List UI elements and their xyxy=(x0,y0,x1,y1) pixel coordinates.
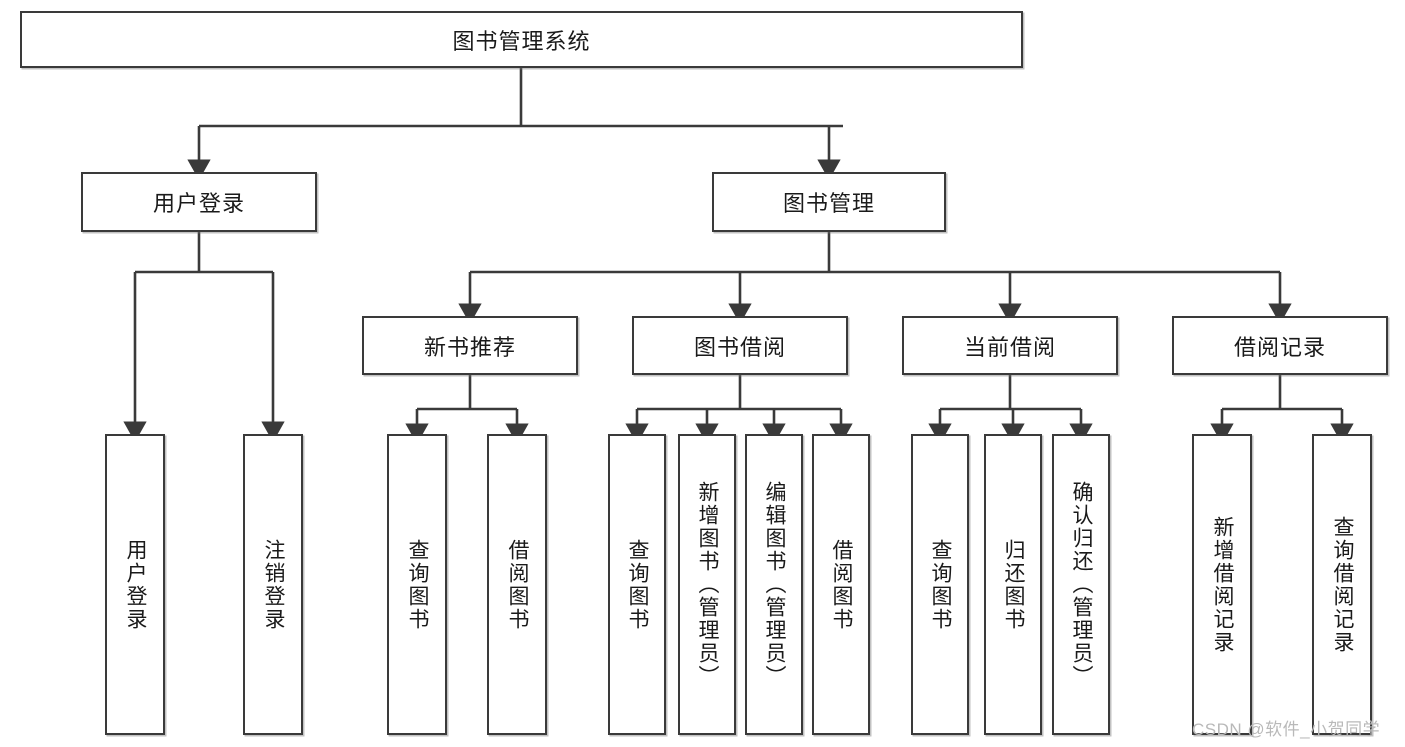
leaf-add-record[interactable]: 新增借阅记录 xyxy=(1192,434,1252,735)
node-user-login-label: 用户登录 xyxy=(152,191,245,216)
leaf-add-book[interactable]: 新增图书（管理员） xyxy=(678,434,736,735)
node-current-borrow[interactable]: 当前借阅 xyxy=(902,316,1118,375)
node-book-borrow[interactable]: 图书借阅 xyxy=(632,316,848,375)
leaf-add-record-label: 新增借阅记录 xyxy=(1211,515,1235,654)
node-book-borrow-label: 图书借阅 xyxy=(693,334,786,360)
leaf-return-book[interactable]: 归还图书 xyxy=(984,434,1042,735)
node-new-book-rec[interactable]: 新书推荐 xyxy=(362,316,578,375)
node-root-label: 图书管理系统 xyxy=(452,28,591,54)
leaf-query-book-2-label: 查询图书 xyxy=(626,538,650,631)
node-root[interactable]: 图书管理系统 xyxy=(20,11,1023,68)
node-borrow-record[interactable]: 借阅记录 xyxy=(1172,316,1388,375)
leaf-query-book-3[interactable]: 查询图书 xyxy=(911,434,969,735)
leaf-edit-book[interactable]: 编辑图书（管理员） xyxy=(745,434,803,735)
leaf-return-book-label: 归还图书 xyxy=(1002,538,1026,631)
node-borrow-record-label: 借阅记录 xyxy=(1233,334,1326,360)
node-book-manage[interactable]: 图书管理 xyxy=(712,172,946,232)
leaf-borrow-book-2[interactable]: 借阅图书 xyxy=(812,434,870,735)
leaf-edit-book-label: 编辑图书（管理员） xyxy=(763,481,787,688)
leaf-borrow-book-2-label: 借阅图书 xyxy=(830,538,854,631)
leaf-user-login-label: 用户登录 xyxy=(124,538,148,631)
leaf-query-record[interactable]: 查询借阅记录 xyxy=(1312,434,1372,735)
leaf-logout-label: 注销登录 xyxy=(262,538,286,631)
leaf-query-book-1-label: 查询图书 xyxy=(406,538,430,631)
node-user-login[interactable]: 用户登录 xyxy=(81,172,317,232)
leaf-borrow-book-1-label: 借阅图书 xyxy=(506,538,530,631)
leaf-add-book-label: 新增图书（管理员） xyxy=(696,481,720,688)
leaf-confirm-return[interactable]: 确认归还（管理员） xyxy=(1052,434,1110,735)
leaf-confirm-return-label: 确认归还（管理员） xyxy=(1070,481,1094,688)
leaf-query-book-1[interactable]: 查询图书 xyxy=(387,434,447,735)
leaf-logout[interactable]: 注销登录 xyxy=(243,434,303,735)
leaf-query-book-3-label: 查询图书 xyxy=(929,538,953,631)
leaf-query-book-2[interactable]: 查询图书 xyxy=(608,434,666,735)
node-current-borrow-label: 当前借阅 xyxy=(963,334,1056,360)
watermark: CSDN @软件_小贺同学 xyxy=(1192,720,1381,739)
leaf-query-record-label: 查询借阅记录 xyxy=(1331,515,1355,654)
leaf-user-login[interactable]: 用户登录 xyxy=(105,434,165,735)
node-book-manage-label: 图书管理 xyxy=(782,191,875,216)
node-new-book-rec-label: 新书推荐 xyxy=(423,334,516,360)
leaf-borrow-book-1[interactable]: 借阅图书 xyxy=(487,434,547,735)
